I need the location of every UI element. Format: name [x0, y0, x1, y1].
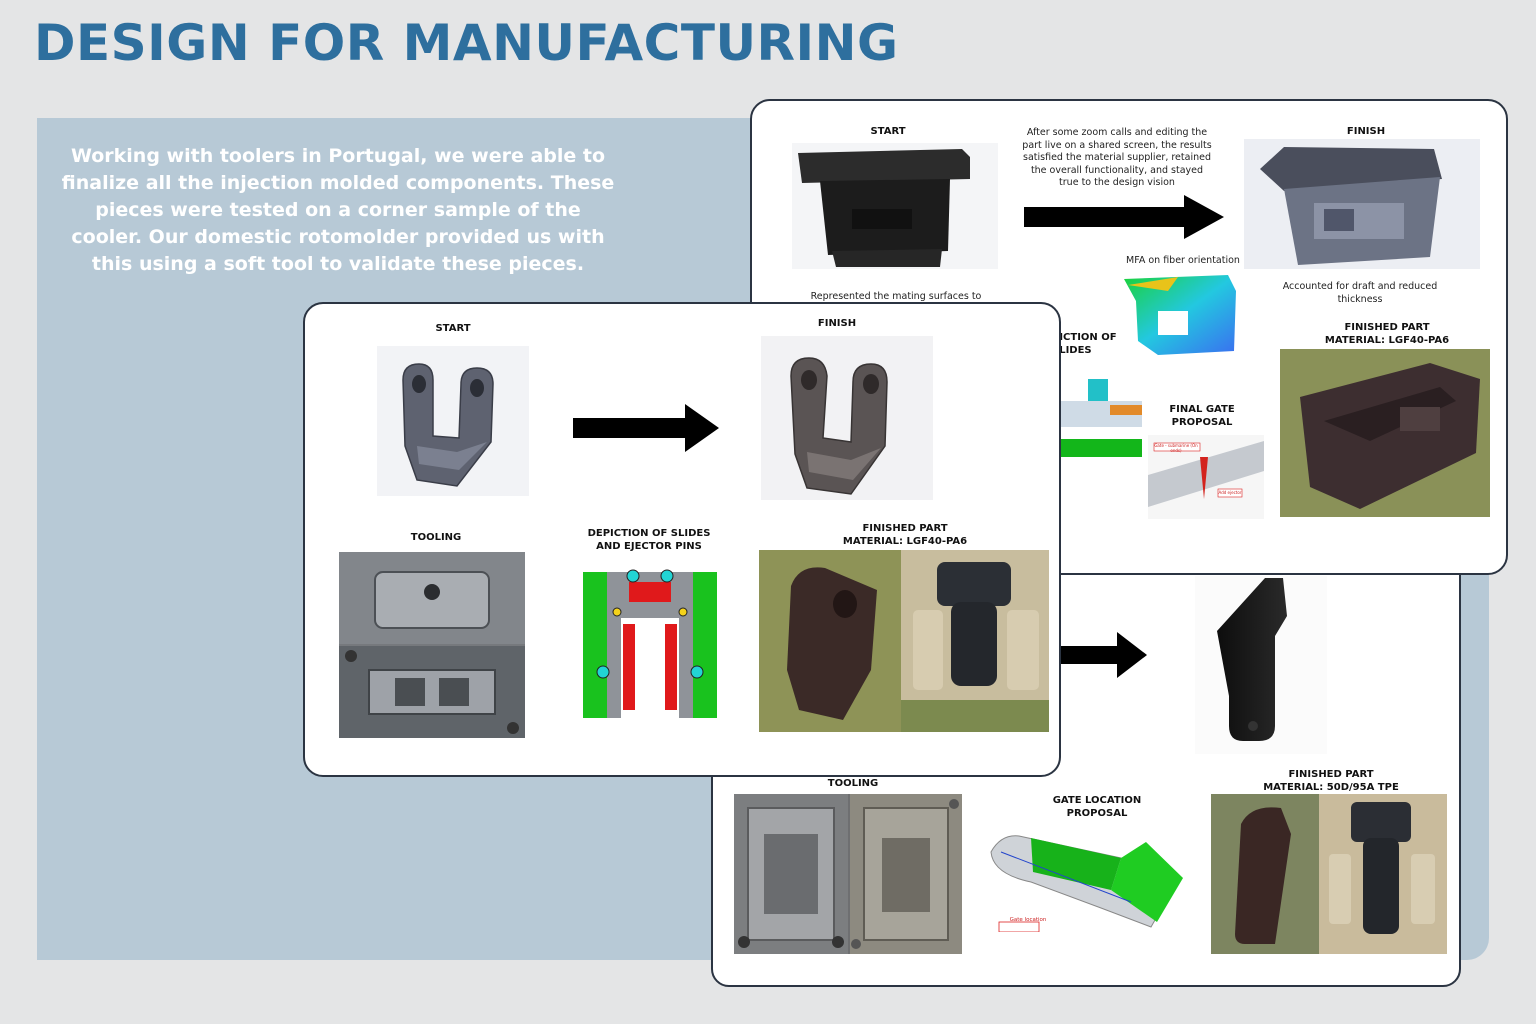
- start-label: START: [870, 126, 906, 137]
- mfa-simulation-render: [1118, 271, 1240, 357]
- tooling-label: TOOLING: [827, 778, 879, 789]
- bracket-start-render: [792, 143, 998, 269]
- finished-clip-photo: [759, 550, 1049, 732]
- finished-part-label: FINISHED PART MATERIAL: 50D/95A TPE: [1263, 769, 1399, 793]
- bracket-finish-render: [1244, 139, 1480, 269]
- mfa-label: MFA on fiber orientation: [1126, 255, 1240, 266]
- start-label: START: [435, 323, 471, 334]
- right-arrow-icon: [1024, 195, 1224, 239]
- tooling-label: TOOLING: [410, 532, 462, 543]
- final-gate-label: FINAL GATE PROPOSAL: [1169, 404, 1235, 428]
- clip-finish-render: [761, 336, 933, 500]
- right-arrow-icon: [573, 404, 719, 452]
- gate-location-render: [971, 812, 1187, 932]
- finished-part-label: FINISHED PART MATERIAL: LGF40-PA6: [842, 523, 968, 547]
- gate-tag-1: Gate - submarine (On ends): [1154, 443, 1198, 453]
- finish-label: FINISH: [817, 318, 857, 329]
- finished-part-label: FINISHED PART MATERIAL: LGF40-PA6: [1324, 322, 1450, 346]
- process-note: After some zoom calls and editing the pa…: [1022, 127, 1212, 188]
- finish-label: FINISH: [1346, 126, 1386, 137]
- right-arrow-icon: [1061, 632, 1147, 678]
- gate-tag-2: Add ejector: [1218, 490, 1242, 495]
- mating-note: Represented the mating surfaces to: [810, 291, 982, 302]
- intro-text: Working with toolers in Portugal, we wer…: [61, 145, 615, 275]
- slides-ejector-label: DEPICTION OF SLIDES AND EJECTOR PINS: [587, 528, 711, 552]
- finished-bracket-photo: [1280, 349, 1490, 517]
- slides-render-partial: [1058, 365, 1142, 457]
- latch-finish-render: [1195, 576, 1327, 754]
- slides-ejector-diagram: [583, 568, 717, 718]
- card-hinge-clip: START FINISH TOOLING DEPICTION OF SLIDES…: [303, 302, 1061, 777]
- gate-location-tag: Gate location: [1009, 917, 1047, 923]
- gate-proposal-render: [1148, 435, 1264, 519]
- slides-label: PICTION OF SLIDES: [1052, 332, 1117, 356]
- finished-latch-photo: [1211, 794, 1447, 954]
- gate-location-label: GATE LOCATION PROPOSAL: [1052, 795, 1142, 819]
- clip-start-render: [377, 346, 529, 496]
- page-title: DESIGN FOR MANUFACTURING: [34, 14, 899, 72]
- draft-note: Accounted for draft and reduced thicknes…: [1282, 281, 1438, 305]
- tooling-photo: [734, 794, 962, 954]
- tooling-photo: [339, 552, 525, 738]
